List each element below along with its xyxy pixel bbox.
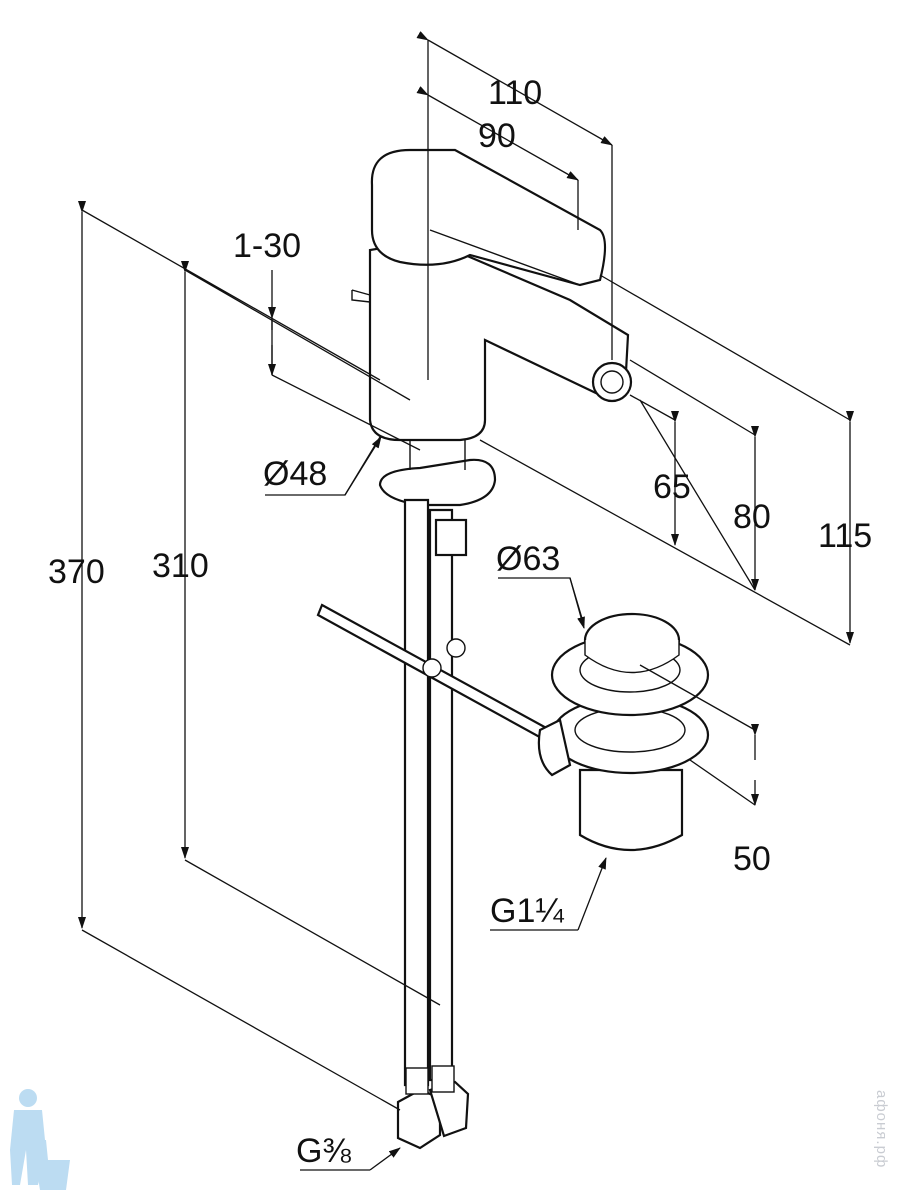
dim-65: 65	[653, 468, 691, 506]
dim-90: 90	[478, 117, 516, 155]
dim-lever-angle: 1-30	[233, 227, 301, 265]
dim-50: 50	[733, 840, 771, 878]
dim-110: 110	[488, 74, 542, 112]
dim-370: 370	[48, 553, 105, 591]
dim-80: 80	[733, 498, 771, 536]
dim-310: 310	[152, 547, 209, 585]
dimension-lines	[78, 31, 854, 1171]
faucet-body	[316, 148, 633, 1150]
thread-g3-8: G⅜	[296, 1132, 351, 1170]
dim-d48: Ø48	[263, 455, 327, 493]
pop-up-waste	[537, 612, 710, 851]
dim-115: 115	[818, 517, 872, 555]
thread-g1-1-4: G1¼	[490, 892, 564, 930]
dim-d63: Ø63	[496, 540, 560, 578]
plumber-logo	[10, 1089, 70, 1190]
watermark: афоня.рф	[873, 1090, 890, 1169]
